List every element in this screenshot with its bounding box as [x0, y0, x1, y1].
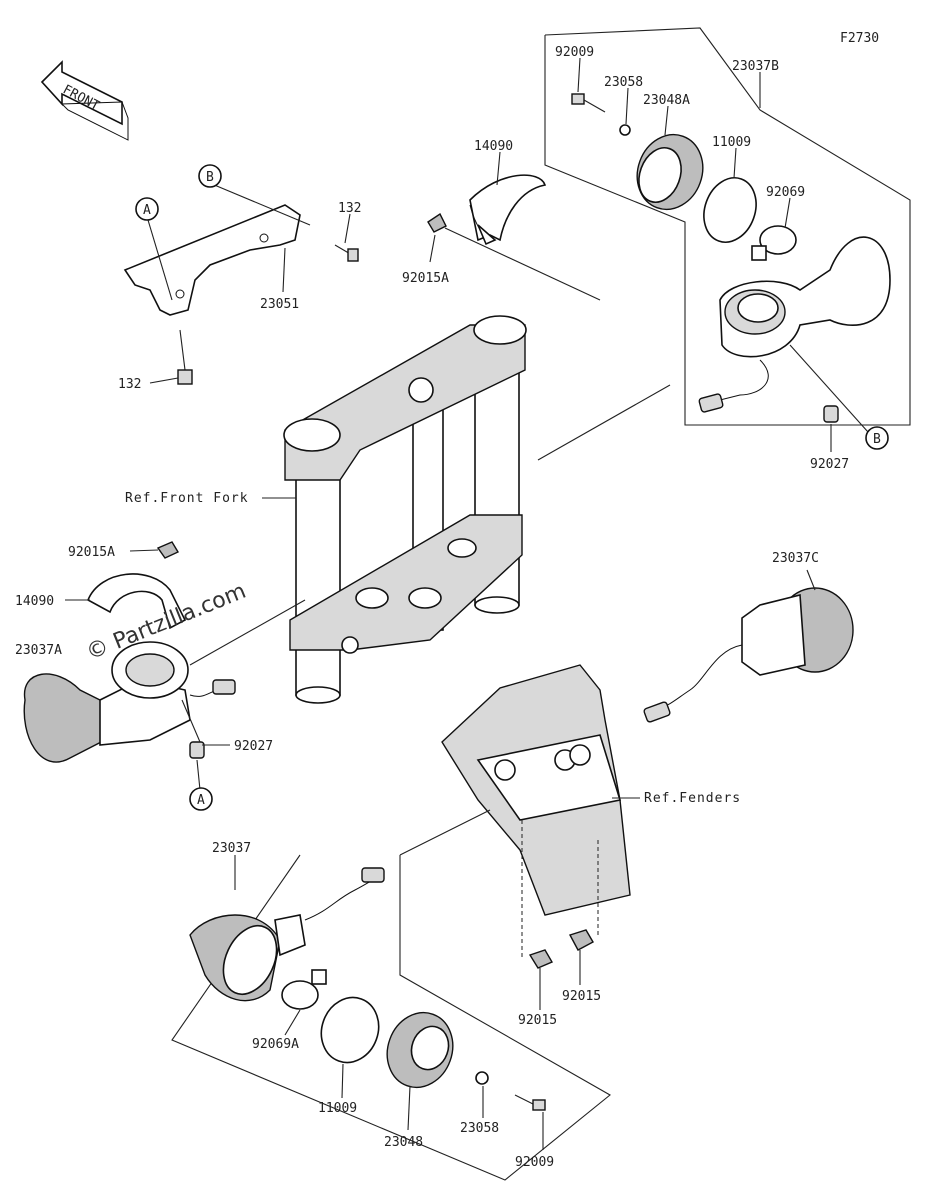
label-14090-left: 14090	[15, 594, 54, 609]
screw-92009-bottom	[514, 1094, 546, 1111]
front-arrow: FRONT	[40, 60, 129, 141]
clamp-14090-top	[469, 174, 547, 246]
label-23048A: 23048A	[643, 93, 690, 108]
label-92015A-left: 92015A	[68, 545, 115, 560]
label-92015A-top: 92015A	[402, 271, 449, 286]
label-23037C: 23037C	[772, 551, 819, 566]
label-92009-bottom: 92009	[515, 1155, 554, 1170]
part-labels: 92009 23058 23037B 23048A 11009 92069 14…	[15, 45, 849, 1170]
turn-signal-23037C	[643, 587, 854, 723]
housing-23048	[386, 1011, 454, 1089]
collar-92027-left	[189, 741, 205, 759]
ref-front-fork-label: Ref.Front Fork	[125, 491, 249, 506]
callout-b-top: B	[198, 164, 222, 188]
gasket-11009-bottom	[320, 996, 380, 1064]
label-11009-bottom: 11009	[318, 1101, 357, 1116]
label-23037B: 23037B	[732, 59, 779, 74]
bulb-92069A	[281, 969, 327, 1010]
bolt-132-bottom	[177, 329, 193, 385]
nut-92015A-left	[156, 541, 180, 559]
label-92027-right: 92027	[810, 457, 849, 472]
svg-text:A: A	[197, 793, 205, 808]
bolt-132-top	[334, 244, 359, 262]
label-132-top: 132	[338, 201, 361, 216]
label-23048: 23048	[384, 1135, 423, 1150]
callout-a-bottom: A	[189, 787, 213, 811]
assembly-23037-outline	[171, 854, 611, 1181]
gasket-11009-top	[703, 177, 757, 243]
label-92069: 92069	[766, 185, 805, 200]
label-92015-b: 92015	[562, 989, 601, 1004]
nut-92015A-top	[427, 212, 447, 233]
label-23058-bottom: 23058	[460, 1121, 499, 1136]
label-92027-left: 92027	[234, 739, 273, 754]
label-23037A: 23037A	[15, 643, 62, 658]
collar-92027-right	[823, 405, 839, 423]
leader-lines	[65, 57, 869, 1150]
turn-signal-23037	[189, 867, 385, 1002]
ref-fenders-label: Ref.Fenders	[644, 791, 741, 806]
label-23058-top: 23058	[604, 75, 643, 90]
housing-23048A	[636, 133, 704, 211]
washer-23058-top	[619, 124, 631, 136]
svg-text:B: B	[206, 170, 214, 185]
label-23037: 23037	[212, 841, 251, 856]
svg-text:B: B	[873, 432, 881, 447]
label-14090-top: 14090	[474, 139, 513, 154]
svg-text:A: A	[143, 203, 151, 218]
label-92069A: 92069A	[252, 1037, 299, 1052]
figure-code: F2730	[840, 31, 879, 46]
label-92015-a: 92015	[518, 1013, 557, 1028]
front-fork-assembly	[283, 315, 527, 704]
label-11009-top: 11009	[712, 135, 751, 150]
label-132-bottom: 132	[118, 377, 141, 392]
nut-92015-a	[528, 949, 554, 969]
assembly-23037B-outline	[544, 27, 911, 426]
turn-signal-23037B	[698, 236, 891, 413]
fender-bracket	[441, 664, 631, 916]
washer-23058-bottom	[475, 1071, 489, 1085]
screw-92009-top	[571, 93, 606, 113]
label-23051: 23051	[260, 297, 299, 312]
clamp-14090-left	[86, 573, 187, 630]
bulb-92069	[751, 225, 797, 261]
label-92009-top: 92009	[555, 45, 594, 60]
nut-92015-b	[568, 929, 594, 951]
callout-b-right: B	[865, 426, 889, 450]
callout-a-top: A	[135, 197, 159, 221]
turn-signal-23037A	[23, 641, 236, 763]
